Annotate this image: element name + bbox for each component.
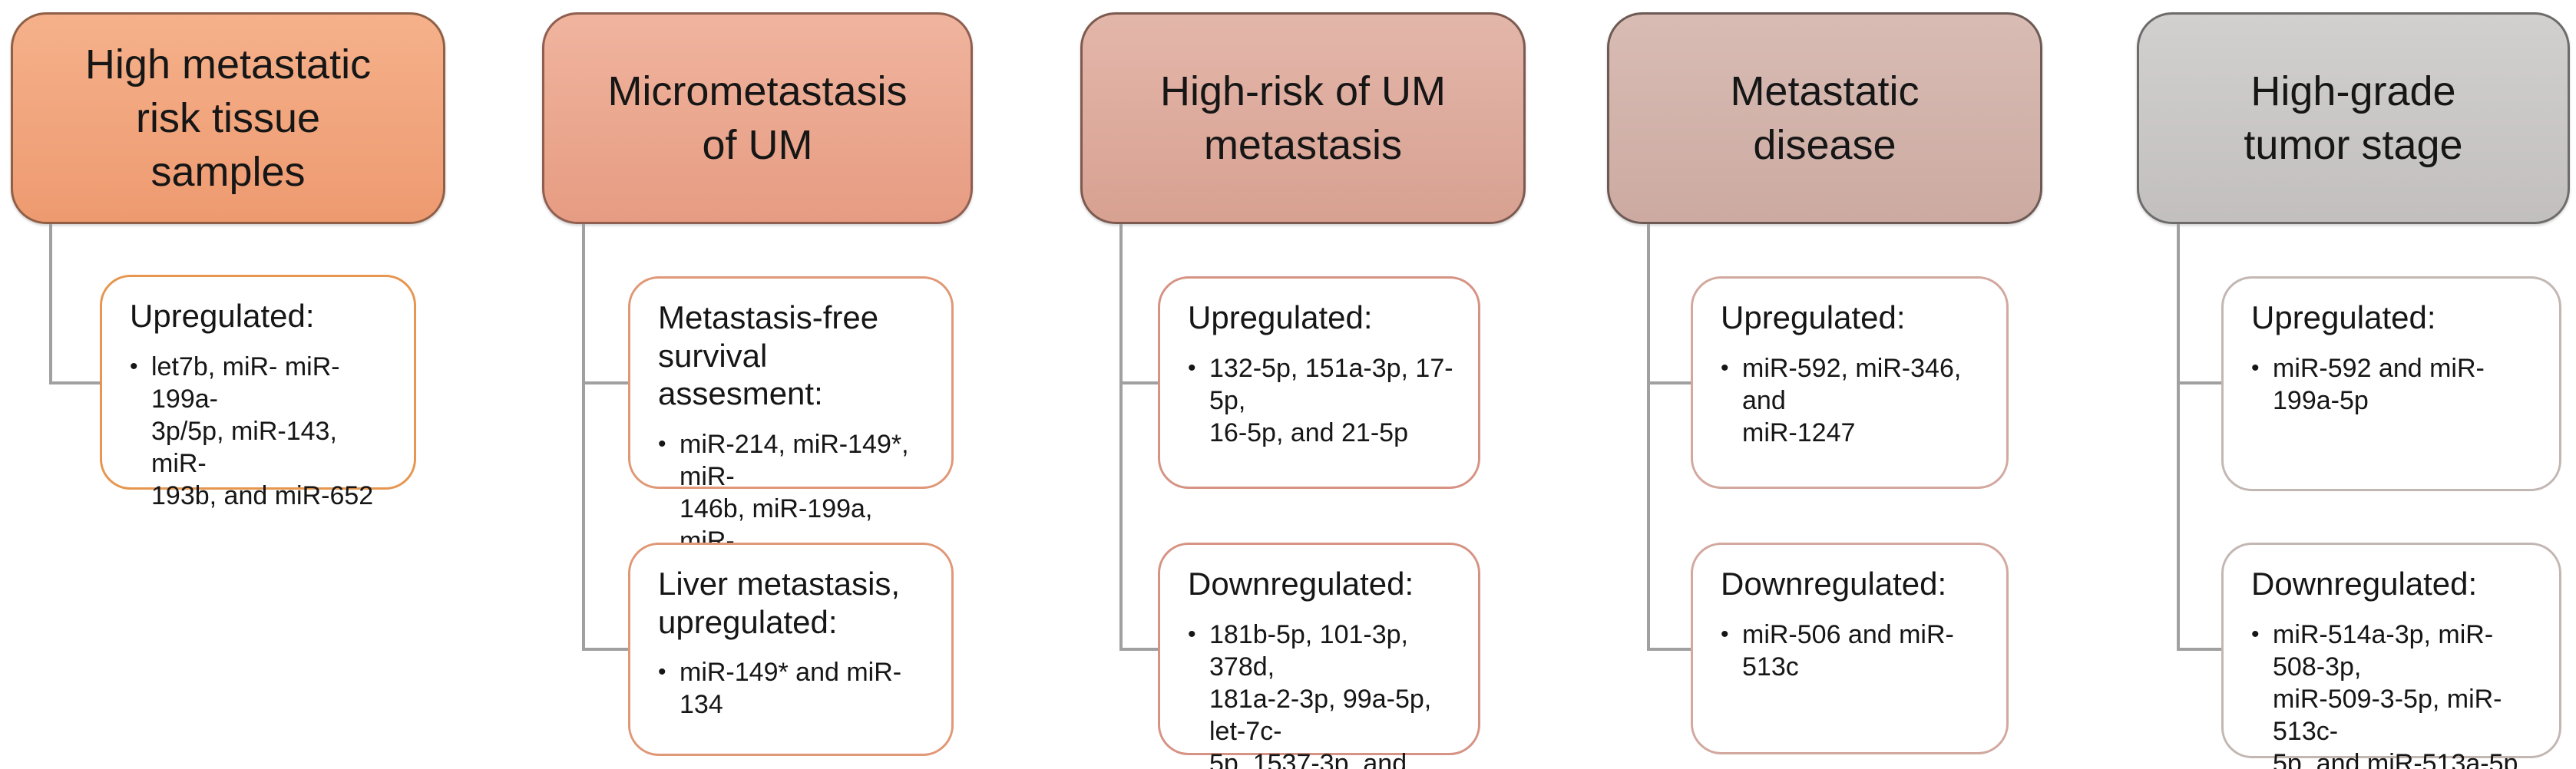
bullet-item: • miR-514a-3p, miR-508-3p, miR-509-3-5p,…	[2251, 619, 2536, 769]
connector-horizontal	[2177, 648, 2221, 651]
connector-vertical	[49, 224, 52, 384]
header-title: Micrometastasis of UM	[607, 68, 908, 168]
header-title: High-grade tumor stage	[2244, 68, 2463, 168]
header-title: High-risk of UM metastasis	[1159, 68, 1447, 168]
bullet-marker: •	[658, 431, 666, 457]
bullet-item: • let7b, miR- miR-199a- 3p/5p, miR-143, …	[130, 351, 391, 513]
child-box-downregulated: Downregulated: • miR-506 and miR-513c	[1691, 543, 2009, 754]
header-box-high-metastatic-risk: High metastatic risk tissue samples	[11, 12, 445, 224]
bullet-item: • miR-592, miR-346, and miR-1247	[1721, 352, 1983, 449]
bullet-text: miR-514a-3p, miR-508-3p, miR-509-3-5p, m…	[2273, 619, 2518, 769]
child-title: Downregulated:	[1721, 566, 1947, 602]
child-box-liver-metastasis: Liver metastasis, upregulated: • miR-149…	[628, 543, 954, 756]
child-title: Upregulated:	[1721, 299, 1906, 335]
connector-vertical	[2177, 224, 2180, 651]
header-title: Metastatic disease	[1730, 68, 1920, 168]
header-box-high-risk-um-metastasis: High-risk of UM metastasis	[1080, 12, 1526, 224]
bullet-item: • miR-149* and miR-134	[658, 656, 928, 721]
child-title: Upregulated:	[130, 298, 315, 334]
bullet-text: let7b, miR- miR-199a- 3p/5p, miR-143, mi…	[151, 351, 374, 511]
connector-vertical	[1119, 224, 1123, 651]
child-title: Liver metastasis, upregulated:	[658, 566, 901, 640]
connector-horizontal	[1119, 381, 1158, 384]
bullet-marker: •	[1721, 355, 1729, 381]
child-box-metastasis-free-survival: Metastasis-free survival assesment: • mi…	[628, 276, 954, 588]
bullet-text: miR-592 and miR-199a-5p	[2273, 353, 2485, 415]
connector-horizontal	[582, 648, 628, 651]
child-box-upregulated: Upregulated: • miR-592 and miR-199a-5p	[2221, 276, 2561, 491]
bullet-marker: •	[1188, 355, 1196, 381]
bullet-item: • 132-5p, 151a-3p, 17-5p, 16-5p, and 21-…	[1188, 352, 1455, 449]
header-box-micrometastasis: Micrometastasis of UM	[542, 12, 973, 224]
bullet-item: • miR-592 and miR-199a-5p	[2251, 352, 2536, 417]
bullet-marker: •	[1188, 621, 1196, 647]
bullet-marker: •	[130, 353, 138, 379]
connector-horizontal	[1647, 381, 1691, 384]
bullet-text: miR-149* and miR-134	[680, 658, 902, 720]
connector-horizontal	[1647, 648, 1691, 651]
child-box-upregulated: Upregulated: • 132-5p, 151a-3p, 17-5p, 1…	[1158, 276, 1480, 489]
bullet-marker: •	[1721, 621, 1729, 647]
child-title: Upregulated:	[2251, 299, 2436, 335]
child-title: Metastasis-free survival assesment:	[658, 299, 879, 412]
header-box-high-grade-tumor-stage: High-grade tumor stage	[2137, 12, 2570, 224]
bullet-marker: •	[2251, 355, 2260, 381]
bullet-text: miR-592, miR-346, and miR-1247	[1742, 353, 1962, 447]
header-box-metastatic-disease: Metastatic disease	[1607, 12, 2042, 224]
bullet-text: miR-506 and miR-513c	[1742, 619, 1954, 682]
child-title: Upregulated:	[1188, 299, 1373, 335]
connector-horizontal	[49, 381, 100, 384]
child-box-downregulated: Downregulated: • miR-514a-3p, miR-508-3p…	[2221, 543, 2561, 769]
connector-horizontal	[2177, 381, 2221, 384]
connector-horizontal	[1119, 648, 1158, 651]
bullet-text: 132-5p, 151a-3p, 17-5p, 16-5p, and 21-5p	[1209, 353, 1453, 447]
bullet-item: • miR-506 and miR-513c	[1721, 619, 1983, 683]
bullet-item: • 181b-5p, 101-3p, 378d, 181a-2-3p, 99a-…	[1188, 619, 1455, 769]
bullet-text: 181b-5p, 101-3p, 378d, 181a-2-3p, 99a-5p…	[1209, 619, 1432, 769]
connector-horizontal	[582, 381, 628, 384]
connector-vertical	[582, 224, 585, 651]
child-box-downregulated: Downregulated: • 181b-5p, 101-3p, 378d, …	[1158, 543, 1480, 769]
header-title: High metastatic risk tissue samples	[84, 41, 372, 196]
bullet-marker: •	[658, 659, 666, 685]
child-title: Downregulated:	[1188, 566, 1414, 602]
bullet-marker: •	[2251, 621, 2260, 647]
child-title: Downregulated:	[2251, 566, 2478, 602]
connector-vertical	[1647, 224, 1650, 651]
child-box-upregulated: Upregulated: • miR-592, miR-346, and miR…	[1691, 276, 2009, 489]
child-box-upregulated: Upregulated: • let7b, miR- miR-199a- 3p/…	[100, 275, 416, 510]
